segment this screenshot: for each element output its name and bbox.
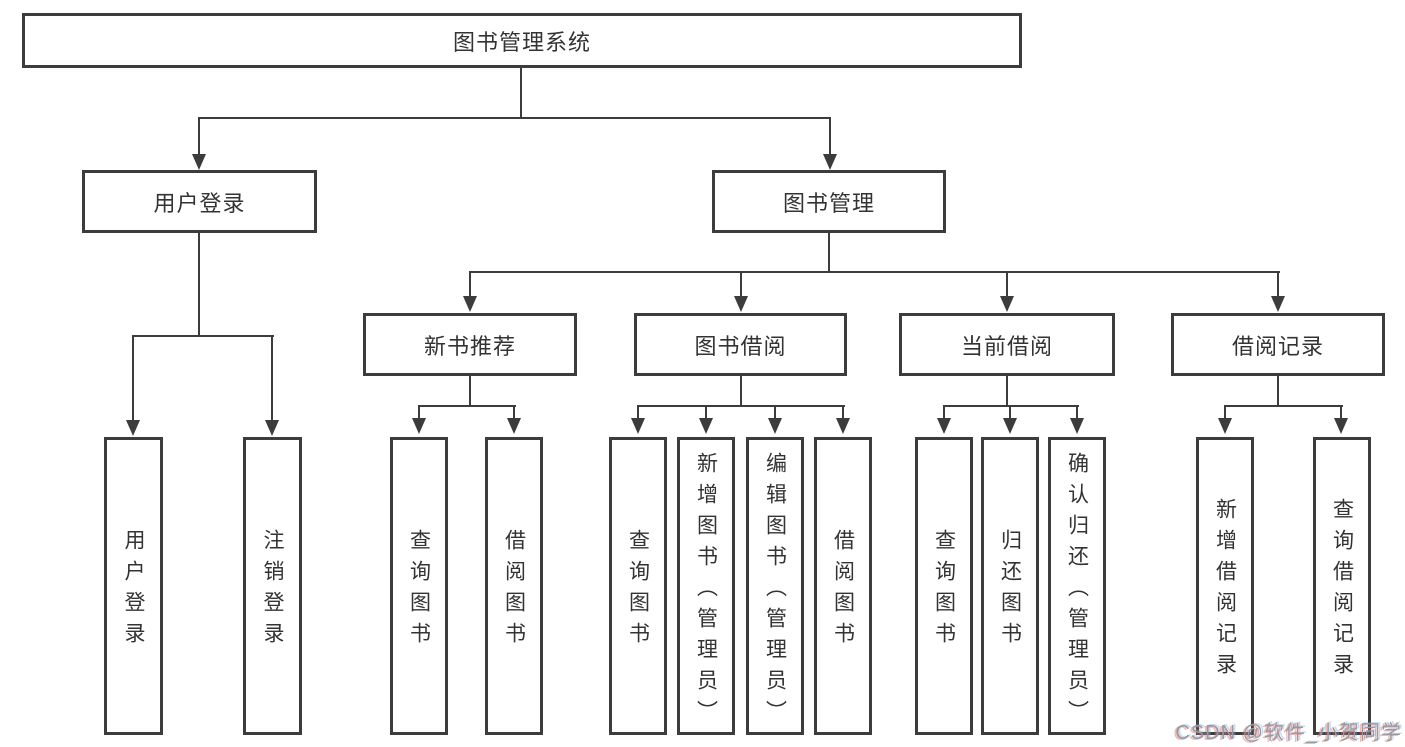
node-label: 图书管理系统: [452, 29, 591, 55]
connector-line: [1076, 405, 1078, 420]
leaf-label: 借阅图书: [502, 529, 526, 653]
leaf-label: 注销登录: [261, 529, 284, 653]
leaf-borrowing-borrow-books: 借阅图书: [814, 437, 872, 735]
connector-line: [469, 376, 471, 407]
arrowhead-down-icon: [192, 154, 206, 170]
leaf-label: 归还图书: [998, 529, 1022, 653]
leaf-label: 确认归还（管理员）: [1065, 451, 1089, 731]
arrowhead-down-icon: [768, 418, 782, 434]
connector-line: [418, 405, 516, 407]
csdn-watermark: CSDN @软件_小贺同学: [1175, 722, 1402, 744]
connector-line: [842, 405, 844, 420]
arrowhead-down-icon: [1271, 296, 1285, 312]
connector-line: [943, 405, 1079, 407]
connector-line: [828, 233, 830, 273]
leaf-label: 查询图书: [407, 529, 431, 653]
connector-line: [1224, 405, 1226, 420]
node-label: 当前借阅: [960, 333, 1053, 359]
arrowhead-down-icon: [412, 418, 426, 434]
connector-line: [1006, 271, 1008, 299]
node-borrowing-records: 借阅记录: [1171, 313, 1385, 376]
connector-line: [132, 335, 274, 337]
leaf-label: 借阅图书: [831, 529, 855, 653]
connector-line: [198, 117, 200, 157]
connector-line: [943, 405, 945, 420]
arrowhead-down-icon: [1070, 418, 1084, 434]
connector-line: [1224, 405, 1343, 407]
leaf-current-return-books: 归还图书: [981, 437, 1039, 735]
leaf-label: 编辑图书（管理员）: [763, 451, 787, 731]
connector-line: [829, 117, 831, 157]
connector-line: [469, 271, 1280, 273]
connector-line: [418, 405, 420, 420]
leaf-borrowing-edit-books-admin: 编辑图书（管理员）: [746, 437, 804, 735]
arrowhead-down-icon: [463, 296, 477, 312]
connector-line: [520, 68, 522, 119]
node-label: 借阅记录: [1231, 333, 1324, 359]
arrowhead-down-icon: [1334, 418, 1348, 434]
connector-line: [705, 405, 707, 420]
connector-line: [513, 405, 515, 420]
connector-line: [1009, 405, 1011, 420]
connector-line: [198, 233, 200, 337]
node-label: 新书推荐: [423, 333, 516, 359]
connector-line: [740, 271, 742, 299]
arrowhead-down-icon: [1000, 296, 1014, 312]
arrowhead-down-icon: [699, 418, 713, 434]
connector-line: [198, 117, 831, 119]
connector-line: [1006, 376, 1008, 407]
leaf-current-query-books: 查询图书: [915, 437, 973, 735]
arrowhead-down-icon: [734, 296, 748, 312]
node-current-borrowing: 当前借阅: [899, 313, 1115, 376]
connector-line: [271, 335, 273, 422]
arrowhead-down-icon: [823, 154, 837, 170]
leaf-label: 查询借阅记录: [1330, 498, 1354, 684]
arrowhead-down-icon: [1003, 418, 1017, 434]
leaf-label: 用户登录: [122, 529, 145, 653]
leaf-label: 新增借阅记录: [1213, 498, 1237, 684]
leaf-current-confirm-return-admin: 确认归还（管理员）: [1048, 437, 1106, 735]
connector-line: [1277, 376, 1279, 407]
connector-line: [1340, 405, 1342, 420]
arrowhead-down-icon: [937, 418, 951, 434]
arrowhead-down-icon: [126, 420, 140, 436]
leaf-records-query-record: 查询借阅记录: [1313, 437, 1371, 735]
connector-line: [637, 405, 639, 420]
arrowhead-down-icon: [631, 418, 645, 434]
node-system-root: 图书管理系统: [22, 13, 1022, 68]
arrowhead-down-icon: [507, 418, 521, 434]
leaf-recommend-query-books: 查询图书: [390, 437, 448, 735]
leaf-logout: 注销登录: [243, 437, 302, 735]
leaf-label: 查询图书: [932, 529, 956, 653]
leaf-borrowing-add-books-admin: 新增图书（管理员）: [677, 437, 735, 735]
leaf-label: 查询图书: [626, 529, 650, 653]
connector-line: [132, 335, 134, 422]
node-label: 用户登录: [153, 190, 246, 216]
connector-line: [774, 405, 776, 420]
node-book-management: 图书管理: [712, 170, 946, 233]
leaf-borrowing-query-books: 查询图书: [609, 437, 667, 735]
connector-line: [469, 271, 471, 299]
node-book-borrowing: 图书借阅: [634, 313, 847, 376]
connector-line: [1277, 271, 1279, 299]
arrowhead-down-icon: [265, 420, 279, 436]
arrowhead-down-icon: [1218, 418, 1232, 434]
leaf-user-login: 用户登录: [104, 437, 163, 735]
connector-line: [740, 376, 742, 407]
node-label: 图书管理: [782, 190, 875, 216]
node-label: 图书借阅: [694, 333, 787, 359]
leaf-records-add-record: 新增借阅记录: [1196, 437, 1254, 735]
connector-line: [637, 405, 845, 407]
arrowhead-down-icon: [836, 418, 850, 434]
leaf-recommend-borrow-books: 借阅图书: [485, 437, 543, 735]
node-user-login: 用户登录: [82, 170, 317, 233]
node-new-book-recommend: 新书推荐: [363, 313, 577, 376]
leaf-label: 新增图书（管理员）: [694, 451, 718, 731]
